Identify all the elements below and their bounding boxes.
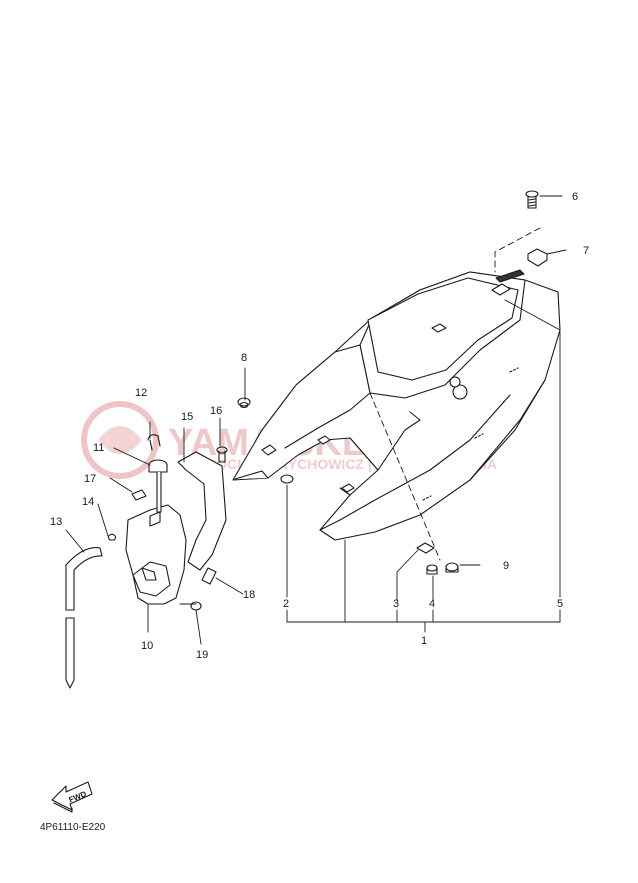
callout-4: 4 — [429, 598, 435, 610]
callout-11: 11 — [93, 442, 104, 454]
coolant-tank-10 — [125, 504, 187, 605]
callout-12: 12 — [135, 387, 147, 399]
pad-3 — [416, 542, 435, 554]
screw-6 — [525, 190, 539, 209]
callout-13: 13 — [50, 516, 62, 528]
watermark-logo-icon — [81, 401, 159, 479]
bolt-19 — [179, 601, 202, 611]
callout-10: 10 — [141, 640, 153, 652]
callout-labels: 1 2 3 4 5 6 7 8 9 10 11 12 13 14 15 16 1… — [50, 191, 589, 661]
collar-4 — [426, 564, 438, 575]
callout-2: 2 — [283, 598, 289, 610]
callout-17: 17 — [84, 473, 96, 485]
callout-5: 5 — [557, 598, 563, 610]
bracket-15 — [177, 451, 227, 571]
bolt-9 — [445, 562, 459, 573]
fwd-arrow-icon: FWD — [51, 781, 93, 813]
hose-13 — [65, 547, 103, 689]
callout-15: 15 — [181, 411, 193, 423]
leader-lines — [65, 195, 567, 645]
grommet-8 — [237, 397, 251, 409]
seat-cowl — [232, 269, 561, 541]
cap-11 — [148, 459, 168, 513]
callout-16: 16 — [210, 405, 222, 417]
callout-9: 9 — [503, 560, 509, 572]
bolt-16 — [216, 446, 228, 463]
callout-19: 19 — [196, 649, 208, 661]
callout-7: 7 — [583, 245, 589, 257]
nut-7 — [527, 248, 548, 267]
callout-8: 8 — [241, 352, 247, 364]
hose-elbow-12 — [147, 434, 161, 451]
pad-18 — [201, 567, 217, 585]
callout-3: 3 — [393, 598, 399, 610]
clip-14 — [107, 533, 117, 541]
clamp-17 — [131, 489, 147, 501]
callout-14: 14 — [82, 496, 94, 508]
callout-6: 6 — [572, 191, 578, 203]
washer-2 — [280, 474, 294, 484]
callout-18: 18 — [243, 589, 255, 601]
diagram-code: 4P61110-E220 — [40, 822, 106, 833]
callout-1: 1 — [421, 635, 427, 647]
